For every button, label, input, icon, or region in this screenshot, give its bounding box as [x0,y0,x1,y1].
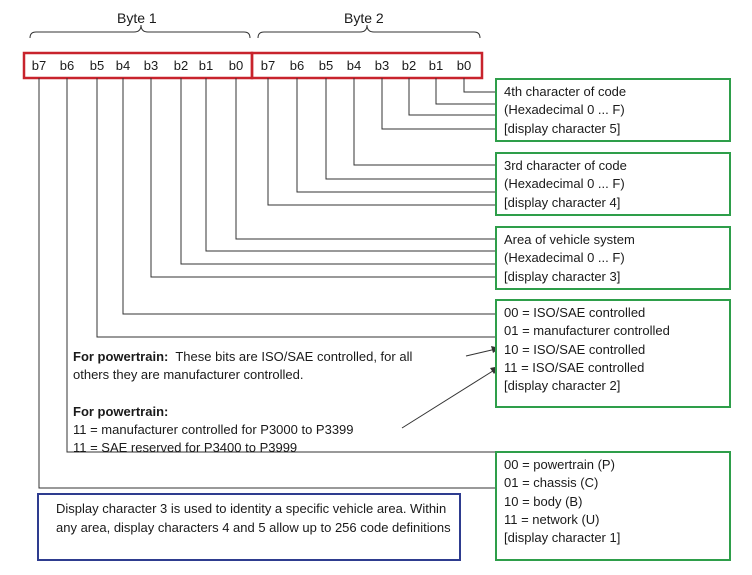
bit-b2-b5: b5 [318,58,334,73]
bit-b1-b0: b0 [228,58,244,73]
bit-b2-b1: b1 [428,58,444,73]
char2-line-4: 11 = ISO/SAE controlled [504,359,645,375]
connector-b1-b0 [235,78,495,240]
bit-b2-b6: b6 [289,58,305,73]
char1-line-1: 00 = powertrain (P) [504,457,615,472]
char1-box: 00 = powertrain (P) 01 = chassis (C) 10 … [495,451,731,561]
char3-box: Area of vehicle system (Hexadecimal 0 ..… [495,226,731,290]
char1-line-5: [display character 1] [504,530,621,546]
connector-b1-b1 [205,78,495,252]
char2-line-2: 01 = manufacturer controlled [504,323,670,339]
char4-box: 3rd character of code (Hexadecimal 0 ...… [495,152,731,216]
char3-line-1: Area of vehicle system [504,232,635,247]
connector-b1-b3 [150,78,495,278]
connector-b2-b1 [435,78,495,105]
char5-line-1: 4th character of code [504,84,627,99]
powertrain-note-2-heading: For powertrain: [73,404,169,419]
char5-line-2: (Hexadecimal 0 ... F) [504,102,625,118]
byte2-label: Byte 2 [344,10,384,26]
arrow-line-powertrain1 [465,348,497,357]
bit-b2-b2: b2 [401,58,417,73]
powertrain-note-1-text2: others they are manufacturer controlled. [73,367,304,382]
connector-b1-b7 [38,78,495,489]
byte2-frame [250,51,484,80]
byte1-label: Byte 1 [117,10,157,26]
byte2-brace [257,24,481,39]
connector-b2-b4 [353,78,495,166]
bit-b1-b6: b6 [59,58,75,73]
powertrain-note-2-line-1: 11 = manufacturer controlled for P3000 t… [73,422,354,437]
char5-line-3: [display character 5] [504,120,621,136]
char2-line-1: 00 = ISO/SAE controlled [504,305,646,320]
connector-b2-b7 [267,78,495,206]
char2-box: 00 = ISO/SAE controlled 01 = manufacture… [495,299,731,408]
powertrain-note-2-line-2: 11 = SAE reserved for P3400 to P3999 [73,440,298,455]
char2-line-3: 10 = ISO/SAE controlled [504,341,646,357]
connector-b2-b6 [296,78,495,193]
char5-box: 4th character of code (Hexadecimal 0 ...… [495,78,731,142]
char3-line-3: [display character 3] [504,268,621,284]
connector-b2-b5 [325,78,495,180]
powertrain-note-2: For powertrain: 11 = manufacturer contro… [73,403,354,457]
bit-b1-b1: b1 [198,58,214,73]
char1-line-3: 10 = body (B) [504,493,583,509]
bit-b1-b7: b7 [31,58,47,73]
connector-b1-b4 [122,78,495,315]
char4-line-3: [display character 4] [504,194,621,210]
powertrain-note-1-heading: For powertrain: [73,349,169,364]
char1-line-2: 01 = chassis (C) [504,475,599,491]
powertrain-note-1-text: These bits are ISO/SAE controlled, for a… [175,349,413,364]
info-text: Display character 3 is used to identity … [56,501,451,535]
powertrain-note-1: For powertrain: These bits are ISO/SAE c… [73,348,412,384]
bit-b2-b7: b7 [260,58,276,73]
char1-line-4: 11 = network (U) [504,511,600,527]
bit-b1-b3: b3 [143,58,159,73]
connector-b1-b6 [66,78,495,453]
bit-b2-b0: b0 [456,58,472,73]
bit-b1-b5: b5 [89,58,105,73]
bit-b1-b2: b2 [173,58,189,73]
bit-b1-b4: b4 [115,58,131,73]
connector-b1-b2 [180,78,495,265]
arrow-line-powertrain2 [401,368,497,429]
char2-line-5: [display character 2] [504,378,621,394]
char3-line-2: (Hexadecimal 0 ... F) [504,250,625,266]
info-box: Display character 3 is used to identity … [37,493,461,561]
connector-b2-b3 [381,78,495,130]
connector-b2-b2 [408,78,495,116]
byte1-brace [29,24,251,39]
connector-b2-b0 [463,78,495,93]
char4-line-2: (Hexadecimal 0 ... F) [504,176,625,192]
bit-b2-b4: b4 [346,58,362,73]
bit-b2-b3: b3 [374,58,390,73]
connector-b1-b5 [96,78,495,338]
char4-line-1: 3rd character of code [504,158,627,173]
